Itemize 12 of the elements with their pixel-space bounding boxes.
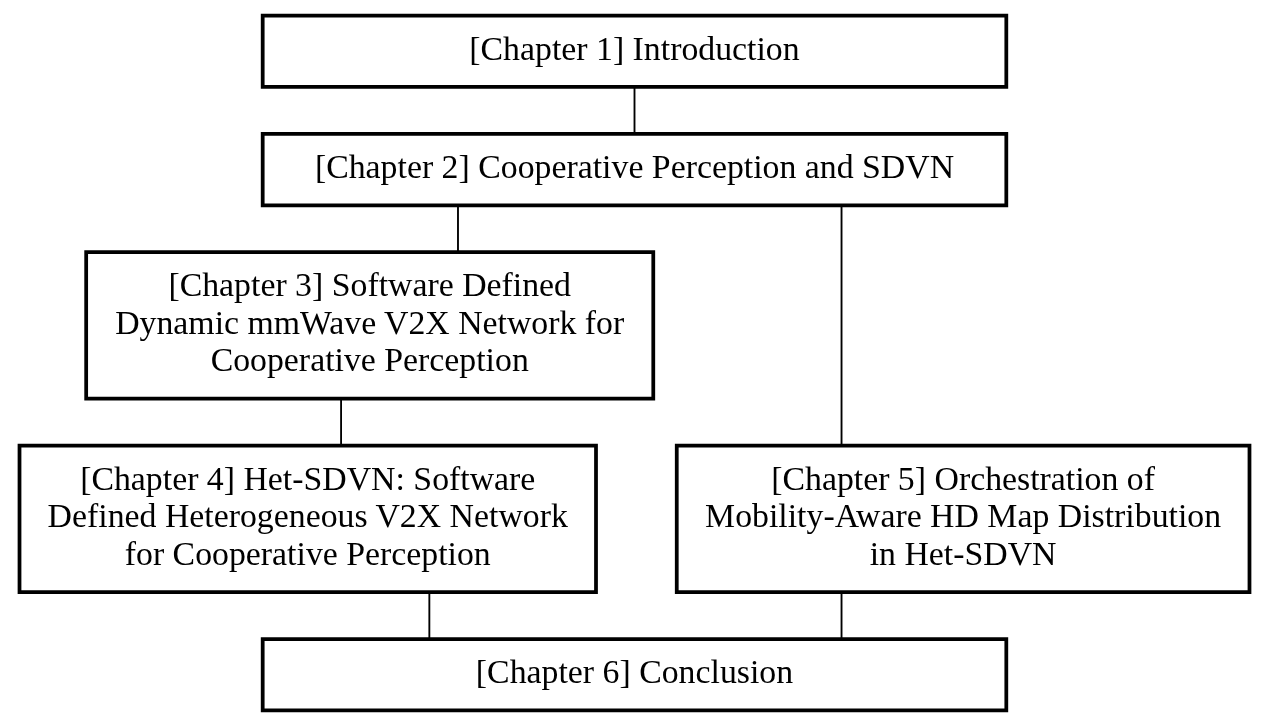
connector xyxy=(840,204,843,447)
node-box: [Chapter 1] Introduction xyxy=(260,13,1009,89)
node-box: [Chapter 2] Cooperative Perception and SDVN xyxy=(260,132,1009,208)
node-box: [Chapter 6] Conclusion xyxy=(260,637,1009,713)
node-box: [Chapter 4] Het-SDVN: Software Defined Heterogeneous V2X Network for Cooperative Perception xyxy=(17,443,598,594)
connector xyxy=(457,204,459,253)
connector xyxy=(633,86,636,135)
connector xyxy=(840,591,843,640)
node-box: [Chapter 5] Orchestration of Mobility-Aware HD Map Distribution in Het-SDVN xyxy=(674,443,1252,594)
node-box: [Chapter 3] Software Defined Dynamic mmWave V2X Network for Cooperative Perception xyxy=(84,250,656,401)
connector xyxy=(428,591,431,640)
connector xyxy=(340,398,343,447)
